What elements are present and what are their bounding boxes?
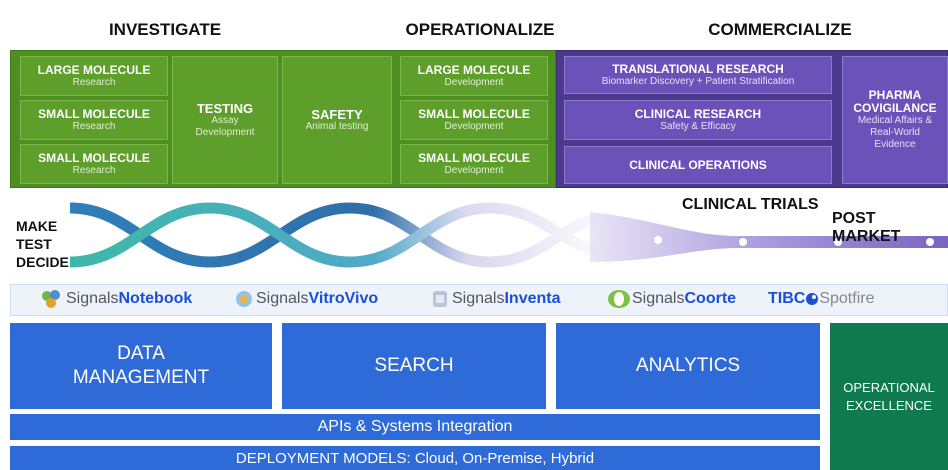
safety-sub: Animal testing [305, 120, 369, 132]
tail-dot [834, 238, 842, 246]
label-test: TEST [16, 236, 52, 252]
small-molecule-development-2-title: SMALL MOLECULE [418, 150, 530, 165]
tibco-name-b: Spotfire [819, 290, 875, 307]
search-label: SEARCH [374, 355, 454, 376]
pharmacovigilance-sub: Medical Affairs & Real-World Evidence [857, 115, 933, 150]
inventa-logo-icon [433, 291, 447, 307]
testing-block: TESTING Assay Development [172, 56, 278, 184]
large-molecule-development-title: LARGE MOLECULE [417, 62, 531, 77]
pharmacovigilance: PHARMA COVIGILANCE Medical Affairs & Rea… [842, 56, 948, 184]
small-molecule-research-1: SMALL MOLECULE Research [20, 100, 168, 140]
search-block: SEARCH [282, 323, 546, 409]
large-molecule-research-sub: Research [72, 76, 116, 88]
tail-dot [654, 236, 662, 244]
clinical-research-title: CLINICAL RESEARCH [634, 106, 762, 121]
inventa-name-a: Signals [452, 290, 505, 307]
tail-dot [739, 238, 747, 246]
helix-strand-b [69, 202, 622, 268]
vitrovivo-logo-icon [236, 291, 252, 307]
helix-graphic [69, 202, 948, 268]
deployment-label: DEPLOYMENT MODELS: Cloud, On-Premise, Hy… [235, 449, 595, 467]
small-molecule-development-1-sub: Development [444, 120, 504, 132]
small-molecule-development-1: SMALL MOLECULE Development [400, 100, 548, 140]
small-molecule-research-2: SMALL MOLECULE Research [20, 144, 168, 184]
safety-block: SAFETY Animal testing [282, 56, 392, 184]
deployment-bar: DEPLOYMENT MODELS: Cloud, On-Premise, Hy… [10, 446, 820, 470]
data-management-label: DATA MANAGEMENT [72, 343, 210, 388]
small-molecule-research-2-title: SMALL MOLECULE [38, 150, 150, 165]
translational-research: TRANSLATIONAL RESEARCH Biomarker Discove… [564, 56, 832, 94]
apis-label: APIs & Systems Integration [317, 418, 513, 435]
coorte-logo-icon [608, 290, 630, 308]
small-molecule-development-2-sub: Development [444, 164, 504, 176]
translational-research-sub: Biomarker Discovery + Patient Stratifica… [601, 75, 795, 87]
pharmacovigilance-title: PHARMA COVIGILANCE [853, 88, 937, 115]
products-bar [10, 284, 948, 316]
testing-title: TESTING [196, 100, 254, 116]
large-molecule-research-title: LARGE MOLECULE [37, 62, 151, 77]
notebook-name-b: Notebook [118, 290, 193, 307]
helix-strand-a [69, 202, 622, 268]
large-molecule-development: LARGE MOLECULE Development [400, 56, 548, 96]
coorte-name-a: Signals [632, 290, 685, 307]
phase-investigate: INVESTIGATE [108, 20, 222, 39]
label-make: MAKE [16, 218, 58, 234]
analytics-label: ANALYTICS [635, 355, 741, 376]
data-management-block: DATA MANAGEMENT [10, 323, 272, 409]
helix-tail [590, 212, 948, 262]
notebook-name-a: Signals [66, 290, 119, 307]
operational-excellence-label: OPERATIONAL EXCELLENCE [843, 379, 935, 413]
small-molecule-development-1-title: SMALL MOLECULE [418, 106, 530, 121]
testing-sub: Assay Development [195, 114, 255, 138]
phase-operationalize: OPERATIONALIZE [405, 20, 555, 39]
small-molecule-research-1-sub: Research [72, 120, 116, 132]
tibco-name-a: TIBC [768, 290, 806, 307]
inventa-name-b: Inventa [504, 290, 561, 307]
large-molecule-development-sub: Development [444, 76, 504, 88]
apis-bar: APIs & Systems Integration [10, 414, 820, 440]
small-molecule-development-2: SMALL MOLECULE Development [400, 144, 548, 184]
label-post-market: POST MARKET [832, 210, 901, 245]
product-tibco-spotfire: TIBC Spotfire [768, 287, 874, 311]
vitrovivo-name-a: Signals [256, 290, 309, 307]
operational-excellence-block: OPERATIONAL EXCELLENCE [830, 323, 948, 470]
analytics-block: ANALYTICS [556, 323, 820, 409]
tibco-logo-icon [806, 293, 819, 305]
clinical-research-sub: Safety & Efficacy [660, 120, 736, 132]
large-molecule-research: LARGE MOLECULE Research [20, 56, 168, 96]
vitrovivo-name-b: VitroVivo [308, 290, 379, 307]
small-molecule-research-1-title: SMALL MOLECULE [38, 106, 150, 121]
clinical-operations-title: CLINICAL OPERATIONS [629, 157, 767, 172]
tail-dot [926, 238, 934, 246]
phase-commercialize: COMMERCIALIZE [708, 20, 852, 39]
small-molecule-research-2-sub: Research [72, 164, 116, 176]
translational-research-title: TRANSLATIONAL RESEARCH [612, 61, 784, 76]
coorte-name-b: Coorte [684, 290, 737, 307]
clinical-operations: CLINICAL OPERATIONS [564, 146, 832, 184]
notebook-logo-icon [42, 290, 60, 308]
clinical-research: CLINICAL RESEARCH Safety & Efficacy [564, 100, 832, 140]
label-decide: DECIDE [16, 254, 69, 270]
label-clinical-trials: CLINICAL TRIALS [682, 196, 819, 213]
safety-title: SAFETY [311, 106, 363, 122]
